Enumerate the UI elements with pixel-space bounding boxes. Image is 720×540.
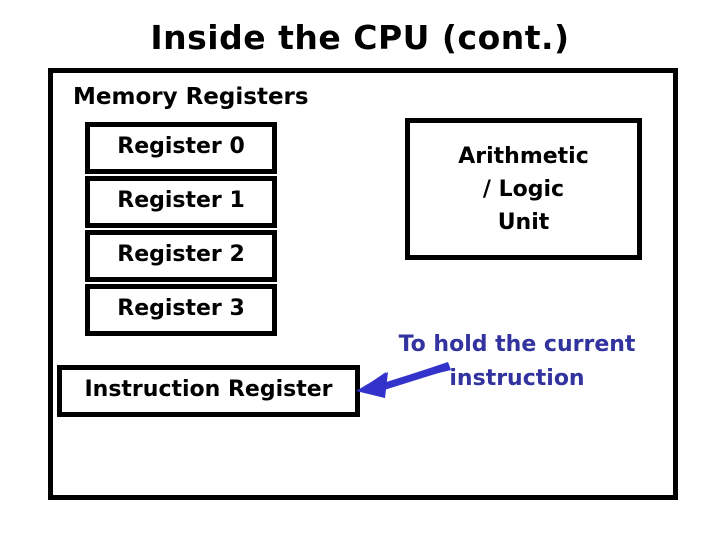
register-label-3: Register 3 bbox=[117, 296, 245, 321]
memory-registers-label: Memory Registers bbox=[73, 84, 309, 110]
register-box-3: Register 3 bbox=[85, 284, 277, 336]
instruction-register-box: Instruction Register bbox=[57, 365, 360, 417]
register-box-2: Register 2 bbox=[85, 230, 277, 282]
register-box-1: Register 1 bbox=[85, 176, 277, 228]
instruction-register-label: Instruction Register bbox=[84, 377, 333, 402]
annotation-label: To hold the current instruction bbox=[398, 332, 636, 391]
page-title: Inside the CPU (cont.) bbox=[150, 18, 570, 57]
arithmetic-logic-unit-box: Arithmetic / Logic Unit bbox=[405, 118, 642, 260]
register-label-0: Register 0 bbox=[117, 134, 245, 159]
register-label-2: Register 2 bbox=[117, 242, 245, 267]
register-box-0: Register 0 bbox=[85, 122, 277, 174]
arithmetic-logic-unit-label: Arithmetic / Logic Unit bbox=[458, 143, 589, 235]
left-arrow-icon bbox=[356, 362, 451, 398]
register-label-1: Register 1 bbox=[117, 188, 245, 213]
